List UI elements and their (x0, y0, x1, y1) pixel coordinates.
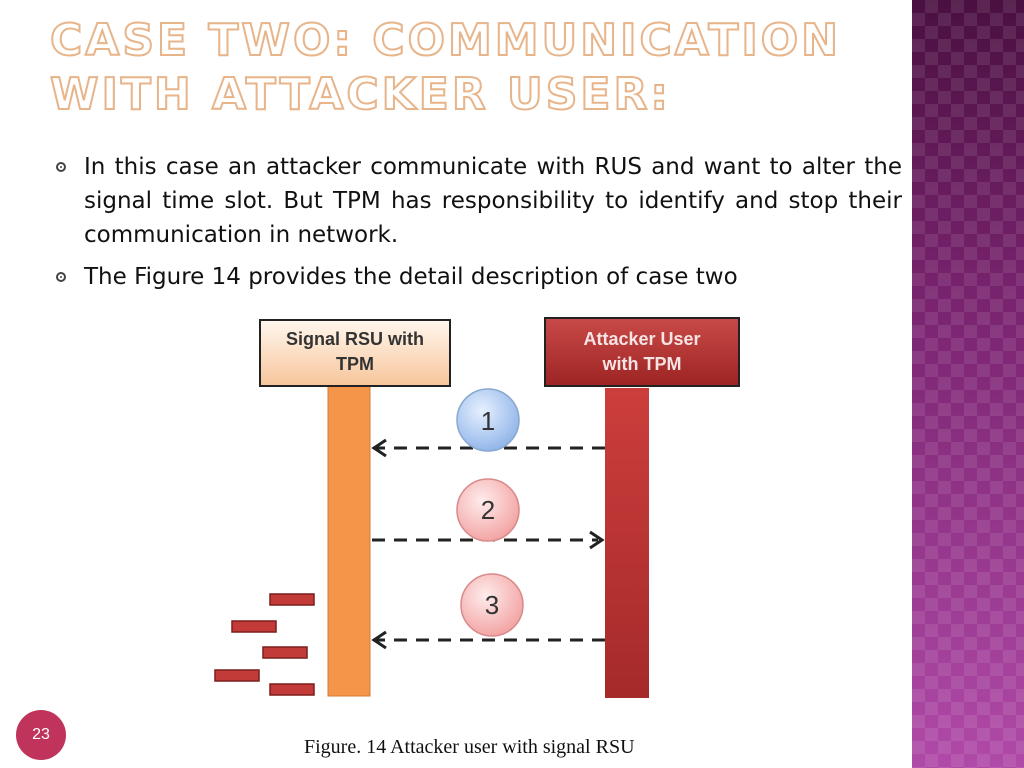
figure-caption: Figure. 14 Attacker user with signal RSU (304, 736, 635, 758)
step-badge-1 (456, 388, 520, 452)
rsu-header-line2: TPM (336, 354, 374, 374)
decorative-side-band (912, 0, 1024, 768)
rsu-header-line1: Signal RSU with (286, 329, 424, 349)
attacker-lifeline (605, 388, 649, 698)
bullet-icon (56, 162, 66, 172)
rsu-lifeline (327, 381, 371, 697)
page-number-badge: 23 (16, 710, 66, 760)
arrowhead-left-icon (371, 438, 387, 458)
step-label-2: 2 (481, 495, 495, 525)
step-label-3: 3 (485, 590, 499, 620)
step-badge-2 (456, 478, 520, 542)
step-badge-3 (460, 573, 524, 637)
bullet-icon (56, 272, 66, 282)
attacker-header-line1: Attacker User (583, 329, 700, 349)
step-label-1: 1 (481, 406, 495, 436)
arrowhead-left-icon (371, 630, 387, 650)
broken-wall-icon (214, 593, 315, 696)
bullet-text: The Figure 14 provides the detail descri… (84, 264, 738, 290)
sequence-diagram: Signal RSU with TPM Attacker User with T… (214, 317, 740, 698)
bullet-item: The Figure 14 provides the detail descri… (50, 260, 902, 294)
rsu-header-box (259, 319, 451, 387)
slide-title: Case two: Communication with Attacker Us… (49, 14, 842, 121)
bullet-text: In this case an attacker communicate wit… (84, 154, 902, 248)
bullet-item: In this case an attacker communicate wit… (50, 150, 902, 252)
bullet-list: In this case an attacker communicate wit… (50, 150, 902, 302)
page-number: 23 (32, 726, 50, 743)
attacker-header-box (544, 317, 740, 387)
attacker-header-line2: with TPM (602, 354, 682, 374)
arrowhead-right-icon (589, 530, 605, 550)
